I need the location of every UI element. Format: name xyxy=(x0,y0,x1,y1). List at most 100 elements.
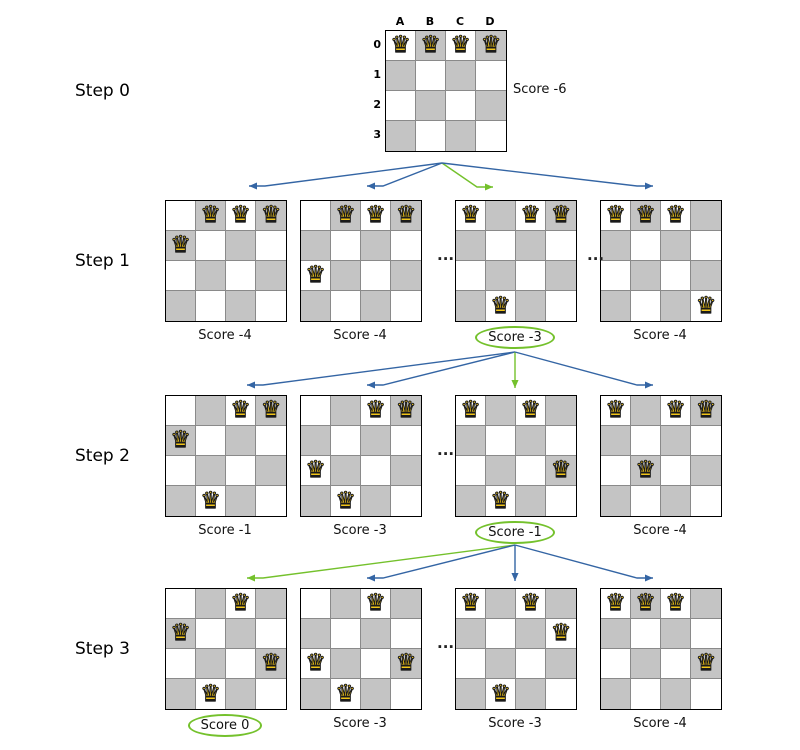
board-cell xyxy=(361,261,391,291)
board-cell: ♛ xyxy=(691,649,721,679)
board-cell: ♛ xyxy=(486,291,516,321)
board-step1-1: ♛♛♛♛ xyxy=(165,200,287,322)
omitted-moves-ellipsis: ... xyxy=(437,246,455,264)
board-cell xyxy=(166,261,196,291)
queen-icon: ♛ xyxy=(605,397,627,423)
arrow-step2-board2 xyxy=(367,351,516,389)
board-cell xyxy=(166,679,196,709)
board-cell: ♛ xyxy=(331,486,361,516)
queen-icon: ♛ xyxy=(395,650,417,676)
queen-icon: ♛ xyxy=(200,680,222,707)
board-cell: ♛ xyxy=(661,589,691,619)
queen-icon: ♛ xyxy=(200,202,222,228)
queen-icon: ♛ xyxy=(490,680,512,707)
queen-icon: ♛ xyxy=(305,650,327,676)
score-label: Score -1 xyxy=(455,521,575,544)
board-cell xyxy=(456,291,486,321)
board-cell xyxy=(256,456,286,486)
board-cell xyxy=(631,291,661,321)
board-cell xyxy=(331,619,361,649)
arrow-step2-board4 xyxy=(514,351,653,389)
board-cell xyxy=(456,679,486,709)
board-cell: ♛ xyxy=(631,201,661,231)
board-cell: ♛ xyxy=(196,679,226,709)
queen-icon: ♛ xyxy=(635,457,657,483)
queen-icon: ♛ xyxy=(390,32,412,58)
board-cell xyxy=(516,679,546,709)
board-cell: ♛ xyxy=(631,456,661,486)
board-cell xyxy=(691,679,721,709)
board-cell: ♛ xyxy=(516,396,546,426)
score-label: Score -4 xyxy=(165,326,285,345)
board-cell xyxy=(196,231,226,261)
board-cell: ♛ xyxy=(256,649,286,679)
board-cell: ♛ xyxy=(476,31,506,61)
board-cell xyxy=(486,426,516,456)
omitted-moves-ellipsis: ... xyxy=(437,634,455,652)
board-cell xyxy=(226,426,256,456)
board-cell xyxy=(391,426,421,456)
queen-icon: ♛ xyxy=(695,292,717,319)
board-cell xyxy=(631,486,661,516)
board-cell xyxy=(446,91,476,121)
board-cell xyxy=(516,231,546,261)
board-cell: ♛ xyxy=(361,589,391,619)
board-step3-4: ♛♛♛♛ xyxy=(600,588,722,710)
board-cell xyxy=(446,121,476,151)
board-cell xyxy=(691,456,721,486)
queen-icon: ♛ xyxy=(420,32,442,58)
board-cell xyxy=(391,231,421,261)
board-cell: ♛ xyxy=(416,31,446,61)
queen-icon: ♛ xyxy=(665,397,687,423)
queen-icon: ♛ xyxy=(395,397,417,423)
arrow-step1-board1 xyxy=(249,162,443,190)
board-cell xyxy=(226,619,256,649)
queen-icon: ♛ xyxy=(605,590,627,616)
board-cell xyxy=(226,486,256,516)
board-cell xyxy=(391,619,421,649)
queen-icon: ♛ xyxy=(260,202,282,228)
score-text: Score -4 xyxy=(633,328,687,343)
board-cell xyxy=(546,426,576,456)
board-cell xyxy=(631,396,661,426)
queen-icon: ♛ xyxy=(460,590,482,616)
board-cell xyxy=(661,649,691,679)
board-cell xyxy=(691,486,721,516)
score-label-step0: Score -6 xyxy=(513,82,567,97)
board-cell xyxy=(361,291,391,321)
board-cell xyxy=(546,679,576,709)
board-cell xyxy=(486,649,516,679)
board-cell: ♛ xyxy=(631,589,661,619)
board-cell: ♛ xyxy=(226,396,256,426)
board-cell xyxy=(486,396,516,426)
board-cell xyxy=(486,456,516,486)
queen-icon: ♛ xyxy=(395,202,417,228)
board-cell xyxy=(166,396,196,426)
board-cell xyxy=(391,261,421,291)
board-cell xyxy=(196,589,226,619)
board-cell xyxy=(476,61,506,91)
board-cell: ♛ xyxy=(546,456,576,486)
queen-icon: ♛ xyxy=(335,680,357,707)
board-cell xyxy=(301,396,331,426)
board-cell xyxy=(516,261,546,291)
step-3-label: Step 3 xyxy=(75,639,130,659)
board-cell xyxy=(601,679,631,709)
board-cell xyxy=(391,679,421,709)
selected-score-badge: Score -3 xyxy=(475,326,555,349)
score-text: Score -4 xyxy=(333,328,387,343)
board-cell: ♛ xyxy=(301,261,331,291)
arrow-step3-board1-selected xyxy=(247,544,516,582)
board-cell: ♛ xyxy=(456,201,486,231)
score-text: Score -3 xyxy=(333,523,387,538)
board-step0: ♛♛♛♛ xyxy=(385,30,507,152)
board-cell xyxy=(391,589,421,619)
board-cell: ♛ xyxy=(361,201,391,231)
board-cell: ♛ xyxy=(601,589,631,619)
score-text: Score -3 xyxy=(333,716,387,731)
queen-icon: ♛ xyxy=(550,620,572,646)
board-cell xyxy=(516,486,546,516)
score-label: Score -4 xyxy=(600,521,720,540)
row-label: 1 xyxy=(373,68,381,81)
queen-icon: ♛ xyxy=(635,202,657,228)
